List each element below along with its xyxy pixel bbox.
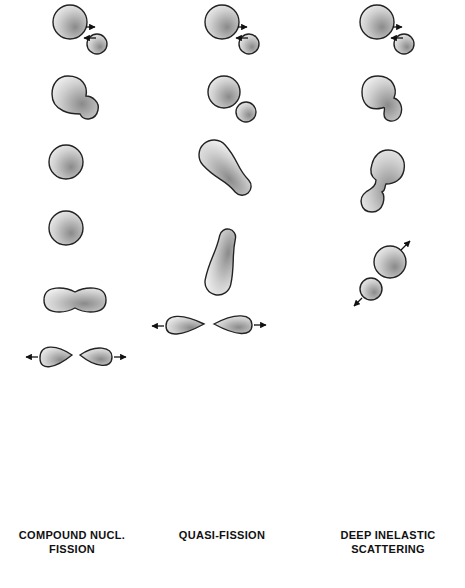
column-caption: QUASI-FISSION xyxy=(157,528,287,542)
column-caption: DEEP INELASTIC SCATTERING xyxy=(332,528,444,556)
column-caption: COMPOUND NUCL. FISSION xyxy=(16,528,128,556)
